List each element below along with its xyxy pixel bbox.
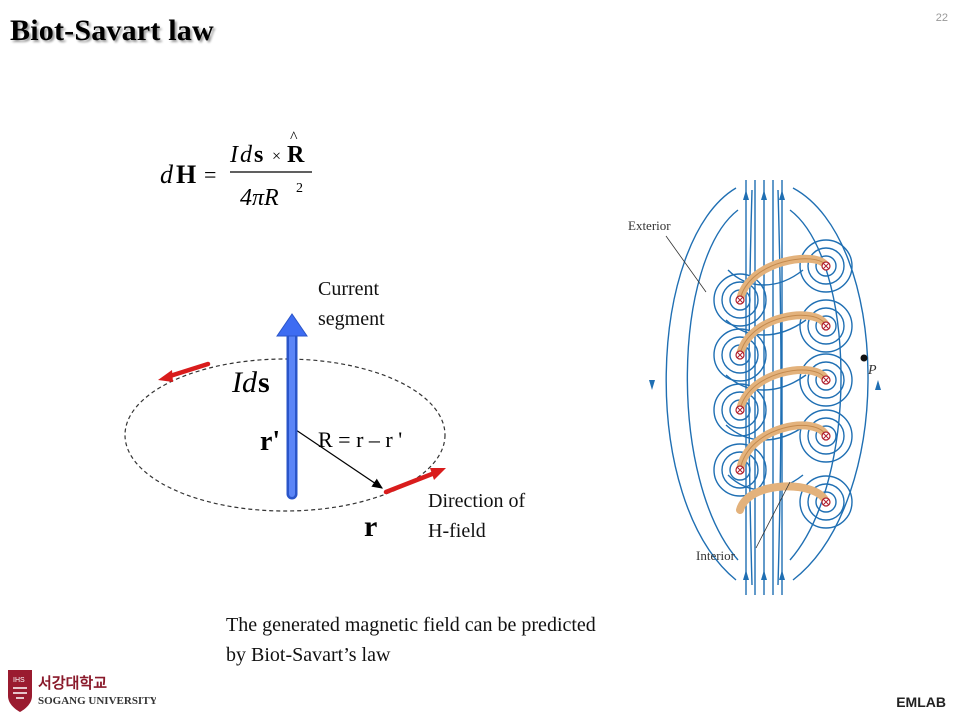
page-number: 22 (935, 12, 948, 24)
caption-line2: by Biot-Savart’s law (226, 644, 391, 666)
ids-label: I d s (231, 366, 270, 399)
lab-name: EMLAB (896, 694, 946, 710)
direction-label-line1: Direction of (428, 490, 526, 512)
formula-hat: ^ (290, 130, 298, 146)
formula-equals: = (204, 162, 216, 187)
direction-label: Direction of H-field (428, 486, 568, 546)
point-p-label: P (867, 363, 877, 378)
ids-d: d (242, 366, 258, 399)
formula-I: I (229, 142, 239, 168)
solenoid-field-diagram: P Exterior Interior (628, 180, 881, 595)
h-field-arrow-left (158, 361, 211, 382)
shield-icon (8, 670, 32, 712)
field-circle (124, 358, 446, 512)
r-vector-label: r (364, 510, 377, 543)
ids-s: s (258, 366, 270, 399)
current-arrow (276, 313, 308, 500)
biot-savart-formula: d dH H = I d s × R ^ 4πR 2 (160, 130, 312, 211)
caption: The generated magnetic field can be pred… (226, 610, 696, 670)
r-vector-line (295, 429, 383, 489)
exterior-label: Exterior (628, 218, 671, 233)
slide-title: Biot-Savart law (10, 14, 214, 47)
formula-d: d (240, 142, 253, 168)
coil-windings (736, 254, 830, 514)
formula-exponent: 2 (296, 181, 303, 196)
r-equation: R = r – r ' (318, 427, 402, 452)
svg-text:H: H (176, 160, 196, 189)
direction-label-line2: H-field (428, 520, 486, 542)
formula-R: R (287, 142, 305, 168)
ids-I: I (231, 366, 244, 399)
university-english: SOGANG UNIVERSITY (38, 695, 156, 707)
current-label-line2: segment (318, 308, 385, 330)
sogang-university-logo: IHS 서강대학교 SOGANG UNIVERSITY (8, 670, 156, 712)
formula-s: s (254, 142, 263, 168)
svg-text:d: d (160, 160, 174, 189)
h-field-arrow-right (383, 468, 446, 495)
university-korean: 서강대학교 (38, 674, 107, 692)
r-prime-label: r' (260, 426, 280, 457)
caption-line1: The generated magnetic field can be pred… (226, 614, 596, 636)
formula-denominator: 4πR (240, 185, 279, 211)
current-segment-label: Current segment (318, 274, 438, 334)
formula-times: × (272, 148, 281, 165)
interior-label: Interior (696, 548, 736, 563)
current-label-line1: Current (318, 278, 380, 300)
conductor-markers (735, 261, 831, 507)
current-segment-diagram: I d s r' R = r – r ' r (124, 313, 446, 543)
point-p-marker (860, 354, 868, 362)
logo-text: IHS (13, 677, 25, 684)
